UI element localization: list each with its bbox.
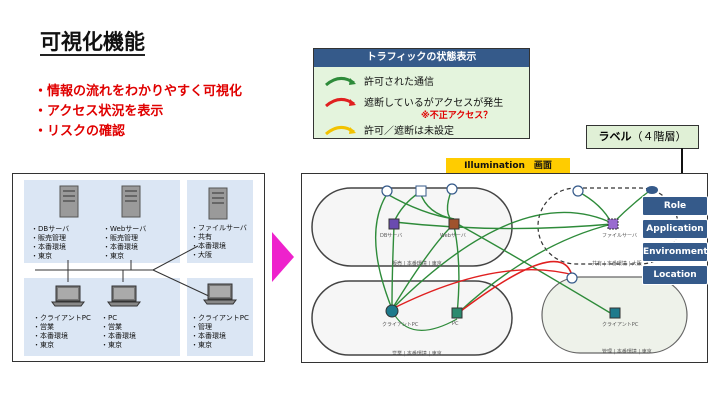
db-server-labels: ・DBサーバ・販売管理・本番環境・東京 bbox=[31, 225, 70, 260]
group-label-top-left: 販売 | 本番環境 | 東京 bbox=[392, 261, 442, 267]
db-server-icon bbox=[59, 185, 79, 218]
node-label-client2: クライアントPC bbox=[602, 322, 639, 328]
page-title: 可視化機能 bbox=[40, 30, 145, 56]
server-group-box bbox=[24, 180, 180, 263]
node-label-pc: PC bbox=[452, 321, 459, 327]
file-server-icon bbox=[208, 187, 228, 220]
label-tag-role: Role bbox=[642, 196, 708, 216]
node-label-file: ファイルサーバ bbox=[602, 233, 637, 239]
legend-title: トラフィックの状態表示 bbox=[314, 49, 529, 67]
network-lines bbox=[35, 245, 214, 299]
illumination-panel: DBサーバ Webサーバ ファイルサーバ クライアントPC PC クライアントP… bbox=[301, 173, 708, 363]
red-arrow-icon bbox=[325, 98, 356, 108]
label-tag-location: Location bbox=[642, 265, 708, 285]
web-server-labels: ・Webサーバ・販売管理・本番環境・東京 bbox=[103, 225, 147, 260]
file-server-labels: ・ファイルサーバ・共有・本番環境・大阪 bbox=[191, 224, 247, 259]
illumination-title: Illumination 画面 bbox=[446, 158, 570, 174]
node-label-client1: クライアントPC bbox=[382, 322, 419, 328]
laptop-icon bbox=[51, 285, 85, 307]
node-label-web: Webサーバ bbox=[440, 233, 466, 239]
pink-right-arrow-icon bbox=[272, 232, 294, 282]
group-label-bottom-left: 営業 | 本番環境 | 東京 bbox=[392, 351, 442, 357]
label-levels-box: ラベル（４階層） bbox=[586, 125, 699, 149]
legend-item-unset: 許可／遮断は未設定 bbox=[314, 122, 529, 138]
web-server-icon bbox=[121, 185, 141, 218]
bullet-item: ・リスクの確認 bbox=[34, 124, 126, 139]
group-label-bottom-right: 管理 | 本番環境 | 東京 bbox=[602, 349, 652, 355]
laptop-icon bbox=[107, 285, 141, 307]
legend-item-blocked: 遮断しているがアクセスが発生 bbox=[314, 94, 529, 110]
legend-item-allowed: 許可された通信 bbox=[314, 73, 529, 89]
illumination-map bbox=[311, 183, 688, 356]
pc-labels: ・PC・営業・本番環境・東京 bbox=[101, 314, 136, 349]
client-group-box bbox=[24, 278, 180, 356]
yellow-arrow-icon bbox=[325, 126, 356, 136]
laptop-icon bbox=[203, 283, 237, 305]
bullet-item: ・アクセス状況を表示 bbox=[34, 104, 164, 119]
traffic-legend: トラフィックの状態表示 許可された通信 遮断しているがアクセスが発生 ※不正アク… bbox=[313, 48, 530, 139]
label-tag-environment: Environment bbox=[642, 242, 708, 262]
label-tag-application: Application bbox=[642, 219, 708, 239]
client-pc-labels: ・クライアントPC・営業・本番環境・東京 bbox=[33, 314, 91, 349]
node-label-db: DBサーバ bbox=[380, 233, 403, 239]
bullet-list: ・情報の流れをわかりやすく可視化 ・アクセス状況を表示 ・リスクの確認 bbox=[34, 82, 242, 142]
network-diagram-panel: ・DBサーバ・販売管理・本番環境・東京 ・Webサーバ・販売管理・本番環境・東京… bbox=[12, 173, 265, 362]
green-arrow-icon bbox=[325, 77, 356, 87]
bullet-item: ・情報の流れをわかりやすく可視化 bbox=[34, 84, 243, 99]
legend-note: ※不正アクセス？ bbox=[421, 111, 493, 121]
group-label-top-right: 共有 | 本番環境 | 大阪 bbox=[592, 261, 642, 267]
admin-pc-labels: ・クライアントPC・管理・本番環境・東京 bbox=[191, 314, 249, 349]
